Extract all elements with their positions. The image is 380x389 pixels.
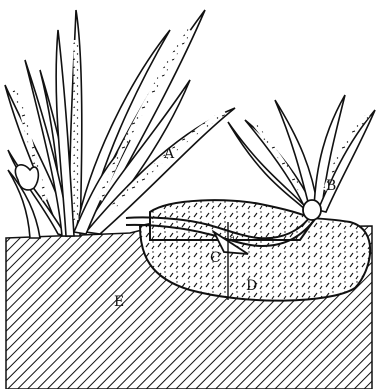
young-plant-b bbox=[228, 95, 375, 220]
label-c: C bbox=[210, 250, 221, 266]
label-e: E bbox=[114, 294, 124, 310]
label-a: A bbox=[163, 146, 175, 162]
label-d: D bbox=[246, 278, 257, 294]
label-b: B bbox=[326, 178, 336, 194]
label-a-small: a bbox=[230, 233, 235, 242]
